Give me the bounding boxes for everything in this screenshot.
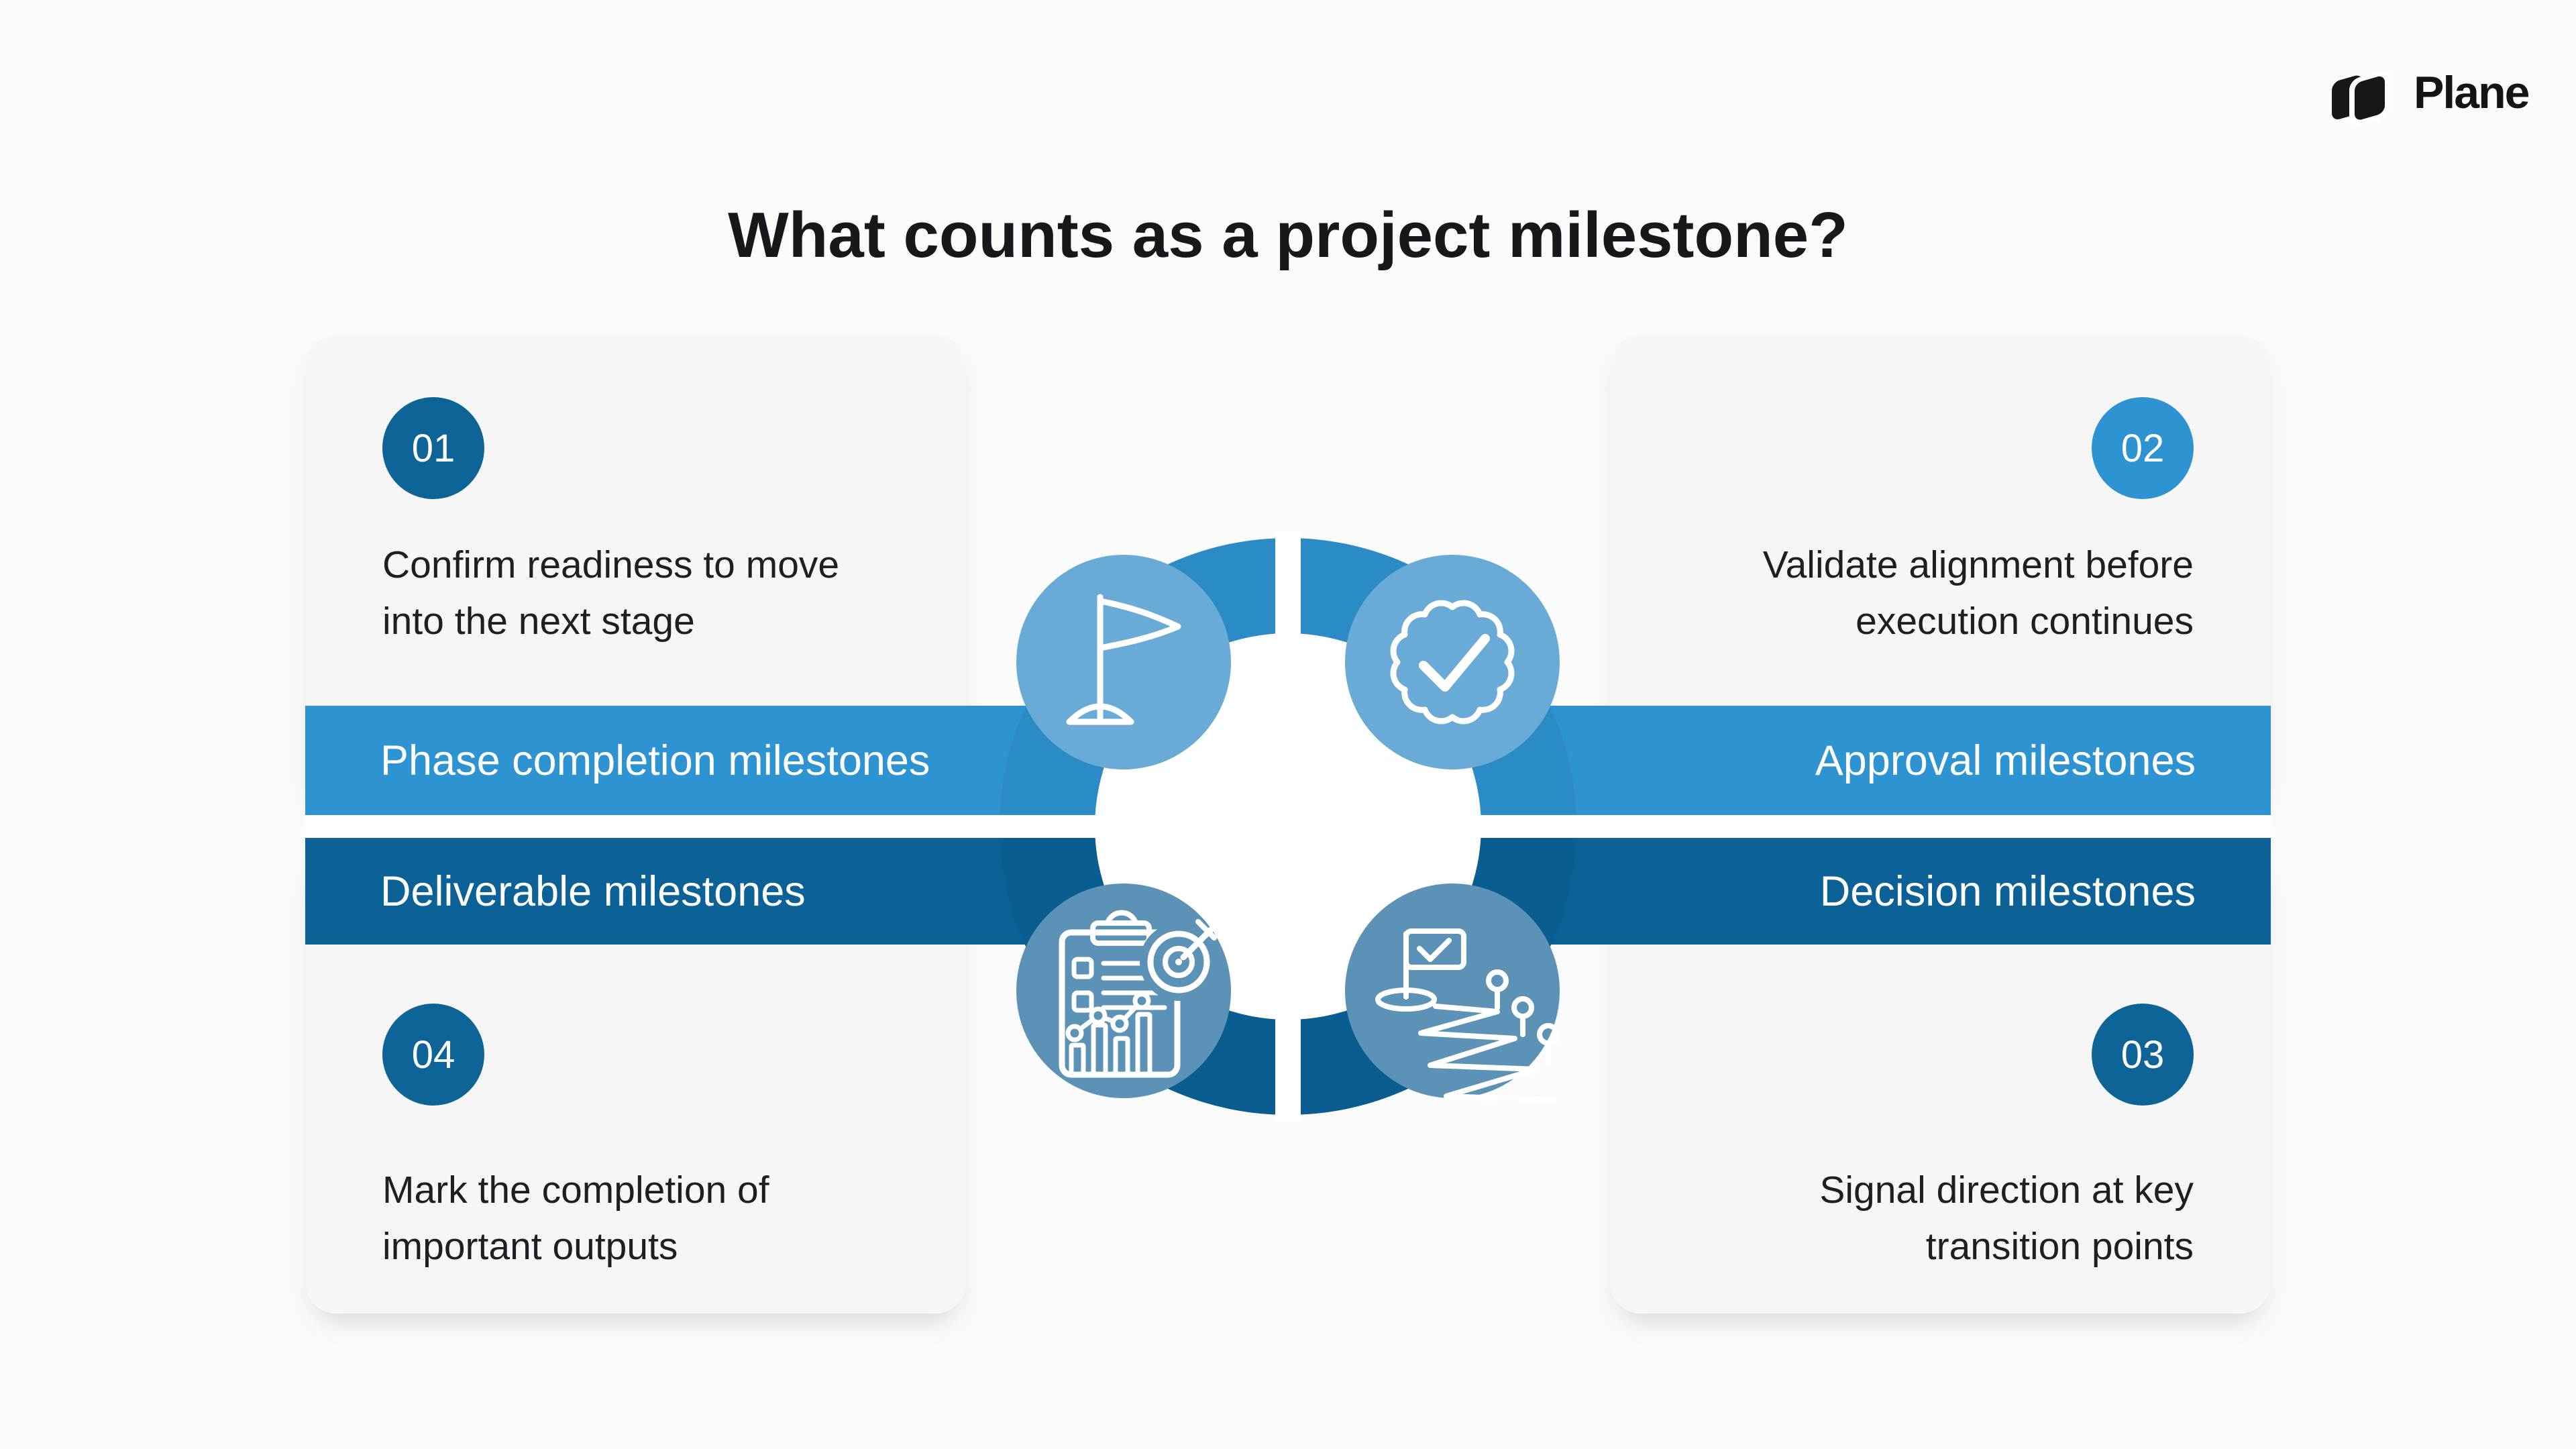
description-deliverable: Mark the completion of important outputs [382,1162,769,1275]
description-line: Mark the completion of [382,1169,769,1212]
badge-number: 01 [411,426,455,470]
banner-deliverable: Deliverable milestones [305,838,1288,945]
description-line: execution continues [1856,600,2194,643]
number-badge-03: 03 [2092,1004,2194,1106]
description-line: transition points [1925,1225,2194,1268]
plane-logo-text: Plane [2414,67,2530,118]
description-line: Validate alignment before [1762,543,2194,586]
description-decision: Signal direction at key transition point… [1819,1162,2194,1275]
description-line: into the next stage [382,600,695,643]
banner-gap-strip-left [305,815,1288,838]
banner-label: Phase completion milestones [380,737,930,784]
plane-logo: Plane [2329,58,2530,127]
seal-check-icon [1390,600,1515,724]
banner-label: Decision milestones [1819,867,2196,915]
banner-phase-completion: Phase completion milestones [305,706,1288,815]
badge-number: 03 [2121,1032,2165,1077]
number-badge-01: 01 [382,397,484,499]
flag-icon [1066,594,1181,725]
page-title: What counts as a project milestone? [728,199,1848,271]
banner-label: Approval milestones [1815,737,2196,784]
number-badge-04: 04 [382,1004,484,1106]
description-line: Signal direction at key [1819,1169,2194,1212]
description-line: important outputs [382,1225,678,1268]
banner-gap-strip-right [1288,815,2271,838]
banner-decision: Decision milestones [1288,838,2271,945]
description-phase-completion: Confirm readiness to move into the next … [382,537,839,649]
plane-logo-mark-icon [2332,70,2390,126]
badge-number: 02 [2121,426,2165,470]
milestone-path-icon [1375,928,1560,1103]
badge-number: 04 [411,1032,455,1077]
number-badge-02: 02 [2092,397,2194,499]
description-line: Confirm readiness to move [382,543,840,586]
banner-approval: Approval milestones [1288,706,2271,815]
description-approval: Validate alignment before execution cont… [1763,537,2194,649]
banner-label: Deliverable milestones [380,867,806,915]
